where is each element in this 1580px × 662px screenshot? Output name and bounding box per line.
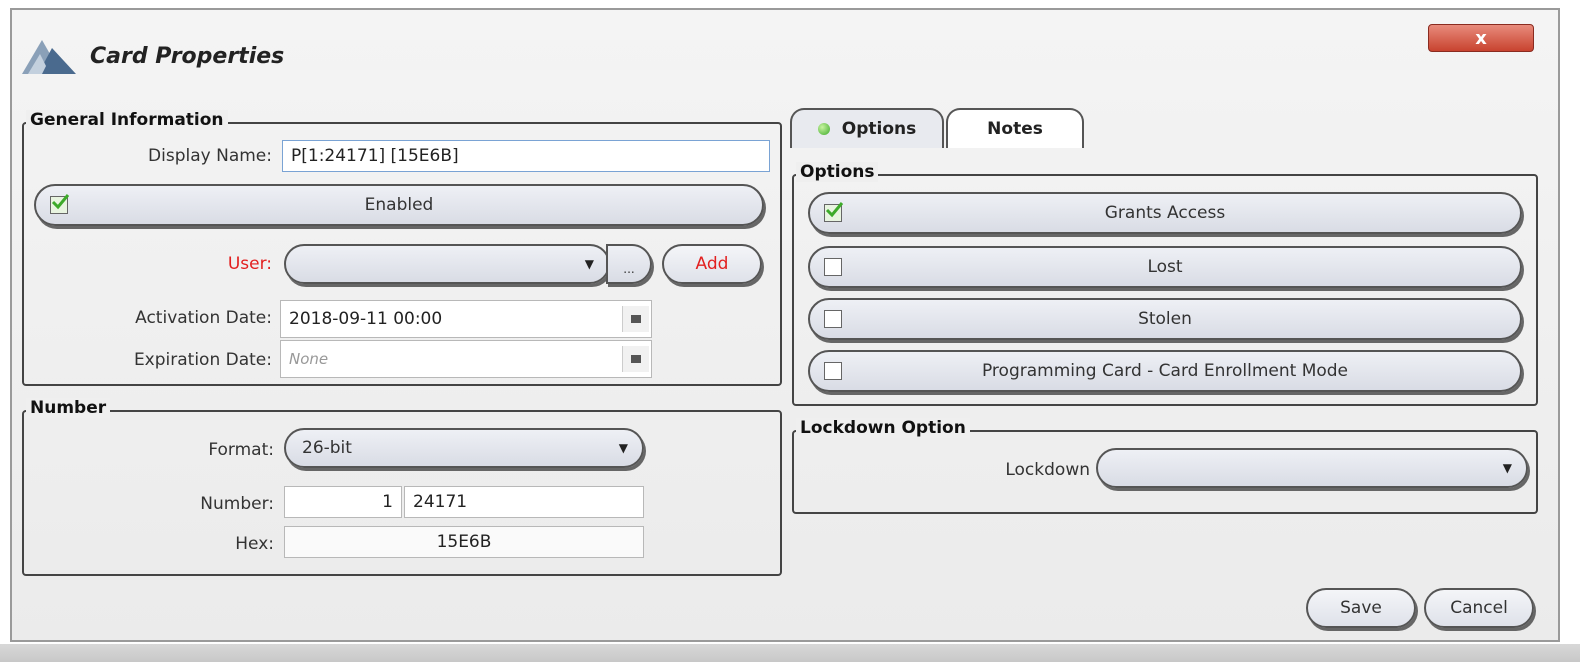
add-user-button[interactable]: Add (662, 244, 762, 284)
stolen-label: Stolen (1138, 309, 1192, 329)
display-name-field[interactable]: P[1:24171] [15E6B] (282, 140, 770, 172)
expiration-date-placeholder: None (289, 350, 329, 368)
format-dropdown-value: 26-bit (302, 438, 352, 458)
options-title: Options (796, 162, 879, 182)
lockdown-dropdown[interactable]: ▼ (1096, 448, 1528, 488)
stolen-checkbox-icon (824, 310, 842, 328)
number-label: Number: (200, 494, 274, 514)
format-dropdown[interactable]: 26-bit ▼ (284, 428, 644, 468)
programming-card-toggle[interactable]: Programming Card - Card Enrollment Mode (808, 350, 1522, 392)
hex-field: 15E6B (284, 526, 644, 558)
programming-card-label: Programming Card - Card Enrollment Mode (981, 361, 1349, 381)
app-logo-icon (22, 40, 76, 74)
enabled-checkbox-icon (50, 194, 70, 214)
enabled-toggle[interactable]: Enabled (34, 184, 764, 226)
hex-label: Hex: (235, 534, 274, 554)
lost-toggle[interactable]: Lost (808, 246, 1522, 288)
chevron-down-icon: ▼ (1502, 461, 1512, 475)
activation-date-field[interactable]: 2018-09-11 00:00 (280, 300, 652, 338)
number-title: Number (26, 398, 111, 418)
user-browse-label: ... (623, 262, 635, 276)
options-group (792, 174, 1538, 406)
format-label: Format: (208, 440, 274, 460)
stolen-toggle[interactable]: Stolen (808, 298, 1522, 340)
expiration-date-label: Expiration Date: (133, 350, 272, 370)
chevron-down-icon: ▼ (584, 257, 594, 271)
chevron-down-icon: ▼ (618, 441, 628, 455)
lockdown-label: Lockdown (1005, 460, 1090, 480)
enabled-label: Enabled (364, 195, 434, 215)
window-title: Card Properties (90, 44, 285, 69)
grants-access-label: Grants Access (1104, 203, 1226, 223)
background-strip (0, 644, 1580, 662)
calendar-icon[interactable] (622, 346, 649, 372)
expiration-date-field[interactable]: None (280, 340, 652, 378)
facility-code-field[interactable]: 1 (284, 486, 402, 518)
grants-access-checkbox-icon (824, 202, 844, 222)
activation-date-value: 2018-09-11 00:00 (289, 309, 443, 329)
status-dot-icon (817, 123, 830, 135)
user-label: User: (227, 254, 272, 274)
tab-notes[interactable]: Notes (946, 108, 1084, 148)
activation-date-label: Activation Date: (135, 308, 272, 328)
number-group (22, 410, 782, 576)
general-information-title: General Information (26, 110, 228, 130)
cancel-button[interactable]: Cancel (1424, 588, 1534, 628)
general-information-group (22, 122, 782, 386)
display-name-label: Display Name: (148, 146, 272, 166)
lost-label: Lost (1147, 257, 1183, 277)
lost-checkbox-icon (824, 258, 842, 276)
programming-card-checkbox-icon (824, 362, 842, 380)
tab-options-label: Options (841, 119, 917, 139)
calendar-icon[interactable] (622, 306, 649, 332)
card-number-field[interactable]: 24171 (404, 486, 644, 518)
grants-access-toggle[interactable]: Grants Access (808, 192, 1522, 234)
lockdown-option-title: Lockdown Option (796, 418, 970, 438)
user-browse-button[interactable]: ... (606, 244, 652, 284)
close-button[interactable]: x (1428, 24, 1534, 52)
tab-options[interactable]: Options (790, 108, 944, 148)
lockdown-option-group (792, 430, 1538, 514)
save-button[interactable]: Save (1306, 588, 1416, 628)
user-dropdown[interactable]: ▼ (284, 244, 610, 284)
